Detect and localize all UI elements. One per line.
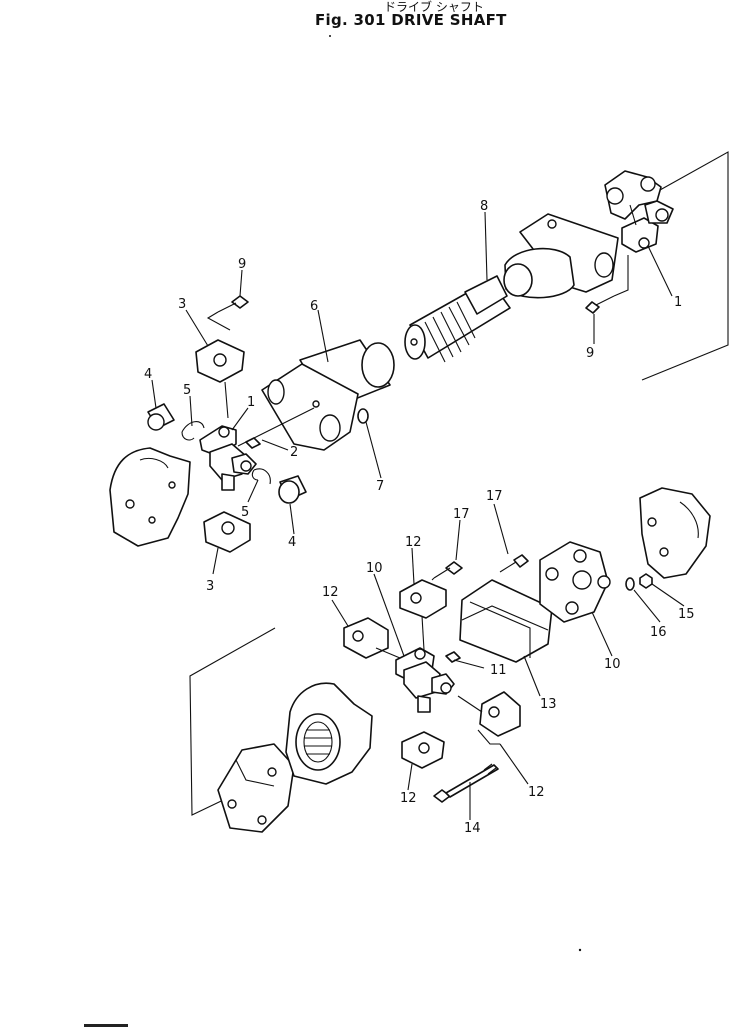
callout-9-left: 9 [238, 257, 246, 272]
callout-11: 11 [490, 663, 507, 678]
callout-9-right: 9 [586, 346, 594, 361]
callout-2: 2 [290, 445, 298, 460]
bearing-strap-12-right [457, 691, 521, 745]
companion-flange-right [639, 487, 711, 579]
callout-14: 14 [464, 821, 481, 836]
callout-17-right: 17 [486, 489, 503, 504]
assembly-bracket-upper [641, 151, 729, 381]
speck-1 [329, 35, 331, 37]
callout-12-right: 12 [528, 785, 545, 800]
callout-12-left: 12 [322, 585, 339, 600]
coupling-housing [459, 579, 553, 663]
leader-lines [151, 211, 685, 820]
splined-shaft [404, 275, 511, 363]
callout-3-lower: 3 [206, 579, 214, 594]
callout-10-left: 10 [366, 561, 383, 576]
callout-5-upper: 5 [183, 383, 191, 398]
callout-10-right: 10 [604, 657, 621, 672]
callout-3-upper: 3 [178, 297, 186, 312]
callout-13: 13 [540, 697, 557, 712]
snap-ring-5-upper [181, 421, 205, 441]
callout-8: 8 [480, 199, 488, 214]
bolt-9-left [206, 295, 249, 331]
figure-title-japanese: ドライブ シャフト [384, 0, 484, 14]
callout-15: 15 [678, 607, 695, 622]
callout-16: 16 [650, 625, 667, 640]
callout-12-top: 12 [405, 535, 422, 550]
transmission-output-housing [285, 682, 373, 785]
bearing-strap-3-upper [195, 339, 245, 419]
callout-1-right: 1 [674, 295, 682, 310]
slip-yoke-flange [503, 213, 619, 299]
washer-16 [625, 577, 635, 591]
callout-12-bottom: 12 [400, 791, 417, 806]
universal-joint-spider-lower [395, 647, 461, 713]
bearing-strap-3-lower [203, 511, 251, 553]
companion-flange-left [109, 447, 191, 547]
assembly-bracket-lower [189, 627, 276, 816]
snap-ring-5-lower [251, 468, 271, 485]
callout-17-left: 17 [453, 507, 470, 522]
bearing-cup-4-right [278, 475, 307, 504]
bolt-9-right [585, 255, 629, 314]
callout-5-lower: 5 [241, 505, 249, 520]
flange-yoke-lower-left [217, 743, 295, 833]
universal-joint-spider-upper-right [604, 170, 674, 253]
speck-2 [578, 948, 582, 952]
bearing-strap-12-bottom [401, 731, 445, 769]
nut-7 [357, 408, 369, 424]
callout-1-left: 1 [247, 395, 255, 410]
bearing-strap-12-left [343, 617, 401, 659]
callout-7: 7 [376, 479, 384, 494]
bearing-strap-12-top [399, 579, 447, 651]
bolt-17-left [431, 561, 463, 581]
callout-4-right: 4 [288, 535, 296, 550]
long-bolt-14 [433, 763, 499, 803]
yoke-tube [261, 339, 395, 451]
rubber-coupling-element [539, 541, 611, 623]
bolt-17-right [499, 554, 529, 573]
page-edge-mark [84, 1024, 128, 1027]
universal-joint-spider-left [199, 425, 261, 491]
callout-6: 6 [310, 299, 318, 314]
figure-title: Fig. 301 DRIVE SHAFT [315, 11, 507, 29]
callout-4-left: 4 [144, 367, 152, 382]
nut-15 [639, 573, 653, 589]
bearing-cup-4-left [147, 403, 175, 431]
